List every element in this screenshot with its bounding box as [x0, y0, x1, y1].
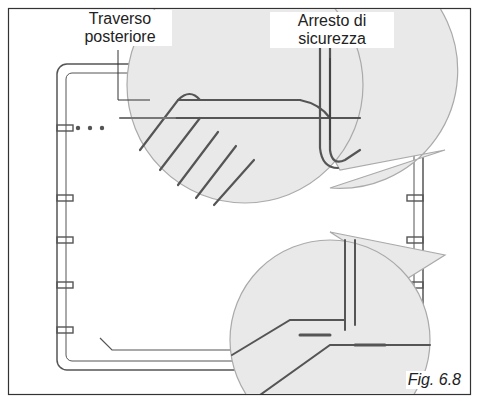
side-rail	[57, 282, 73, 288]
side-rail	[57, 237, 73, 243]
side-rail	[407, 195, 423, 201]
side-rail	[57, 195, 73, 201]
leader-lines	[118, 50, 330, 140]
rail-hole	[89, 127, 92, 130]
rail-hole	[77, 127, 80, 130]
side-rail	[407, 237, 423, 243]
side-rail	[57, 327, 73, 333]
figure-caption: Fig. 6.8	[406, 371, 463, 389]
side-rail	[57, 125, 73, 131]
part-label: Arresto di sicurezza	[270, 12, 394, 48]
magnifier-bottom	[230, 232, 445, 394]
part-label: Traverso posteriore	[68, 10, 172, 46]
rail-hole	[101, 127, 104, 130]
